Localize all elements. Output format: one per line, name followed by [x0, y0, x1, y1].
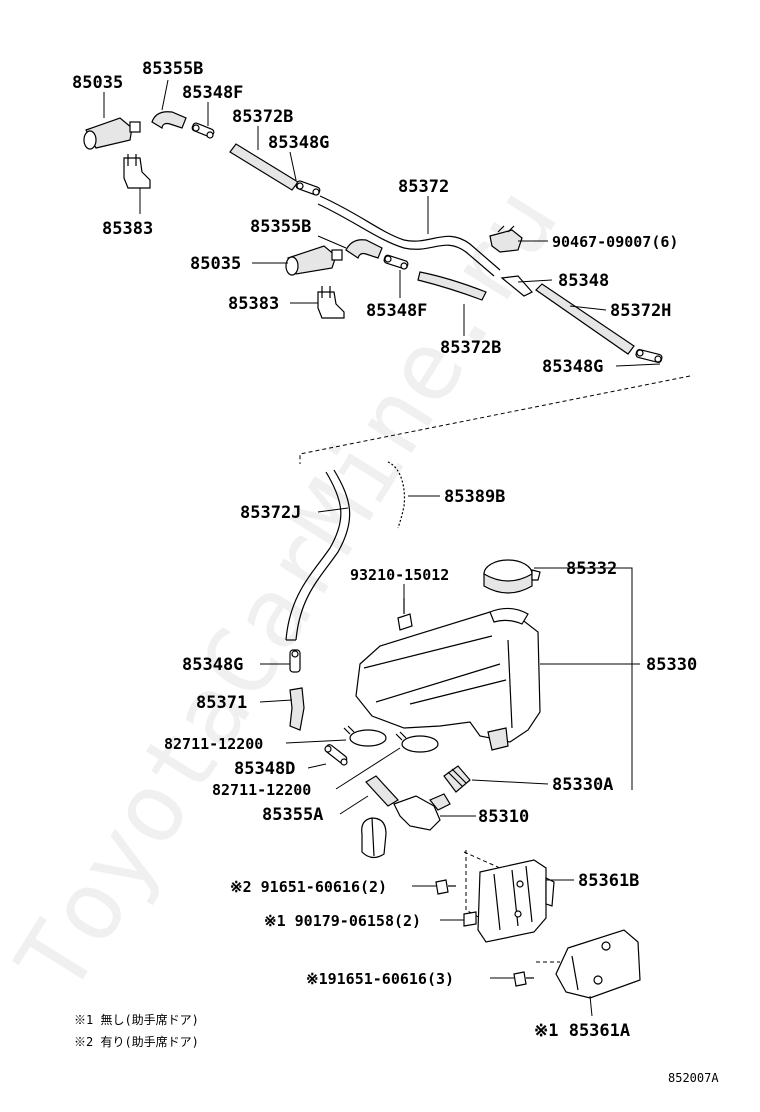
- hose-joint-85348g-lower: [289, 649, 301, 673]
- label-85372b-upper: 85372B: [232, 107, 293, 127]
- label-85348: 85348: [558, 271, 609, 291]
- label-85348f-upper: 85348F: [182, 83, 243, 103]
- label-90179-06158: ※1 90179-06158(2): [264, 912, 421, 930]
- label-93210-15012: 93210-15012: [350, 566, 449, 584]
- label-85310: 85310: [478, 807, 529, 827]
- footnote-1: ※1 無し(助手席ドア): [74, 1012, 199, 1027]
- bolt-91651-lower: [513, 971, 534, 987]
- label-91651-60616-2: ※2 91651-60616(2): [230, 878, 387, 896]
- washer-pump-85310: [393, 793, 451, 831]
- label-85389b: 85389B: [444, 487, 505, 507]
- label-85348g-lower: 85348G: [182, 655, 243, 675]
- label-85372j: 85372J: [240, 503, 301, 523]
- label-85383-lower: 85383: [228, 294, 279, 314]
- hose-clamp-82711-upper: [343, 725, 387, 747]
- bolt-90179: [463, 911, 477, 927]
- label-85355b-upper: 85355B: [142, 59, 203, 79]
- hose-clamp-82711-lower: [395, 731, 439, 753]
- bolt-91651-upper: [435, 879, 456, 895]
- hose-joint-85348g-right: [635, 349, 663, 363]
- grommet-85330a: [443, 765, 471, 793]
- label-85372: 85372: [398, 177, 449, 197]
- label-85372b-lower: 85372B: [440, 338, 501, 358]
- pump-grommet: [361, 817, 387, 859]
- label-85355a: 85355A: [262, 805, 323, 825]
- washer-nozzle-lower: [285, 245, 343, 276]
- label-82711-12200-upper: 82711-12200: [164, 735, 263, 753]
- label-85330a: 85330A: [552, 775, 613, 795]
- coil-hose-85389b: [387, 461, 406, 529]
- hose-85355a: [365, 775, 399, 807]
- label-85330: 85330: [646, 655, 697, 675]
- label-85348f-lower: 85348F: [366, 301, 427, 321]
- hose-joint-85348g-upper: [295, 180, 321, 196]
- label-85371: 85371: [196, 693, 247, 713]
- label-85361b: 85361B: [578, 871, 639, 891]
- label-85332: 85332: [566, 559, 617, 579]
- hose-85372b-lower: [417, 271, 487, 301]
- label-91651-60616-3: ※191651-60616(3): [306, 970, 454, 988]
- label-85348g-right: 85348G: [542, 357, 603, 377]
- hose-joint-85348f-upper: [191, 122, 215, 139]
- label-85372h: 85372H: [610, 301, 671, 321]
- label-85348d: 85348D: [234, 759, 295, 779]
- elbow-hose-lower: [345, 239, 383, 259]
- bracket-85361b: [477, 859, 555, 943]
- drawing-code: 852007A: [668, 1071, 719, 1085]
- hose-85371: [289, 687, 305, 731]
- nozzle-clip-upper: [123, 154, 151, 189]
- bracket-85361a: [555, 929, 641, 999]
- label-85348g-upper: 85348G: [268, 133, 329, 153]
- hose-85372-main: [319, 195, 501, 271]
- washer-tank-85330: [355, 607, 541, 751]
- tank-cap-85332: [483, 559, 541, 594]
- hose-joint-85348d: [324, 744, 348, 766]
- hose-85372h: [535, 283, 635, 355]
- label-85361a: ※1 85361A: [534, 1021, 630, 1041]
- label-82711-12200-lower: 82711-12200: [212, 781, 311, 799]
- hose-joint-85348: [500, 275, 533, 297]
- label-90467-09007: 90467-09007(6): [552, 233, 678, 251]
- hose-clamp-90467: [489, 225, 523, 253]
- label-85383-upper: 85383: [102, 219, 153, 239]
- hose-85372j: [295, 469, 351, 641]
- label-85035-upper: 85035: [72, 73, 123, 93]
- bolt-93210: [397, 598, 413, 631]
- elbow-hose-upper: [151, 111, 187, 129]
- hose-joint-85348f-lower: [383, 254, 409, 270]
- washer-nozzle-upper: [83, 117, 141, 150]
- label-85355b-lower: 85355B: [250, 217, 311, 237]
- nozzle-clip-lower: [317, 286, 345, 319]
- label-85035-lower: 85035: [190, 254, 241, 274]
- footnote-2: ※2 有り(助手席ドア): [74, 1034, 199, 1049]
